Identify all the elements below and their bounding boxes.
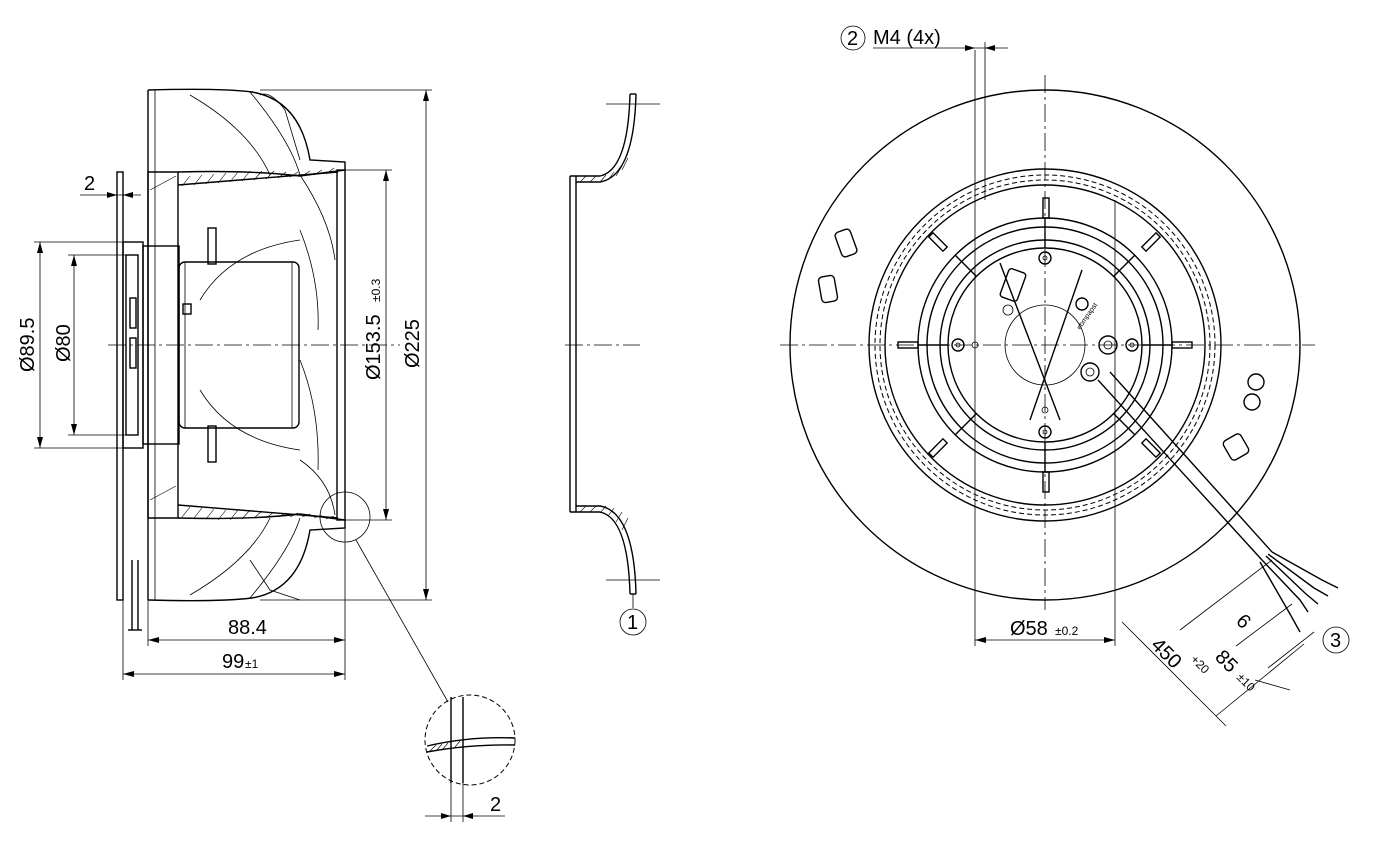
side-view [108,88,449,703]
inlet-ring-top [570,93,631,177]
motor-base-inner [125,254,139,436]
thread-label: M4 (4x) [873,27,941,49]
dim-detail-gap: 2 [490,794,501,816]
dim-wire-len-tol: ±10 [1234,670,1258,694]
dim-cable-len-tol: +20 [1188,652,1213,677]
dim-d89: Ø89.5 [17,318,39,372]
dim-d153: Ø153.5 [363,314,385,380]
dim-depth-99-tol: ±1 [245,657,259,671]
dim-depth-88: 88.4 [228,617,267,639]
dim-d80: Ø80 [53,324,75,362]
inlet-edge [336,169,346,521]
dim-strip: 6 [1231,610,1254,633]
callout-2-label: 2 [847,28,858,50]
detail-view: 2 [424,694,516,822]
blade-ring-inner [884,184,1206,506]
callout-1-label: 1 [627,612,638,634]
motor-body [178,261,300,429]
callout-3-label: 3 [1330,630,1341,652]
mount-holes [951,251,1265,439]
impeller-blades [189,91,336,601]
balance-mark-1 [1247,373,1265,391]
blade-tabs [897,197,1193,493]
inlet-ring-view: 1 [565,93,660,636]
dim-wire-len: 85 [1210,646,1241,677]
blade-ring-outer [868,168,1222,522]
inlet-ring-bottom [570,511,631,595]
callout-1 [619,608,647,636]
side-dimensions: 2 Ø89.5 Ø80 Ø153.5 ±0.3 Ø225 [17,89,432,680]
balance-mark-2 [1243,393,1261,411]
hub-spokes [918,218,1172,472]
dim-d225: Ø225 [402,319,424,368]
dim-depth-99: 99 [222,651,244,673]
detail-circle [424,694,516,786]
dim-d153-tol: ±0.3 [369,278,383,302]
dim-d58: Ø58 [1010,618,1048,640]
callout-2 [840,25,866,51]
callout-3 [1322,626,1350,654]
upper-shroud [147,88,346,170]
dim-d58-tol: ±0.2 [1055,624,1079,638]
outer-disk [789,89,1301,601]
dim-flange-offset: 2 [84,173,95,195]
flange-plate [116,171,124,601]
cable-wires [1259,551,1339,633]
lower-shroud [147,520,346,602]
front-cable [1097,379,1263,561]
side-cable [131,560,139,630]
dim-cable-len: 450 [1146,634,1185,673]
front-view: ebmpapst Ø58 ±0.2 2 M4 (4x) [780,25,1350,727]
